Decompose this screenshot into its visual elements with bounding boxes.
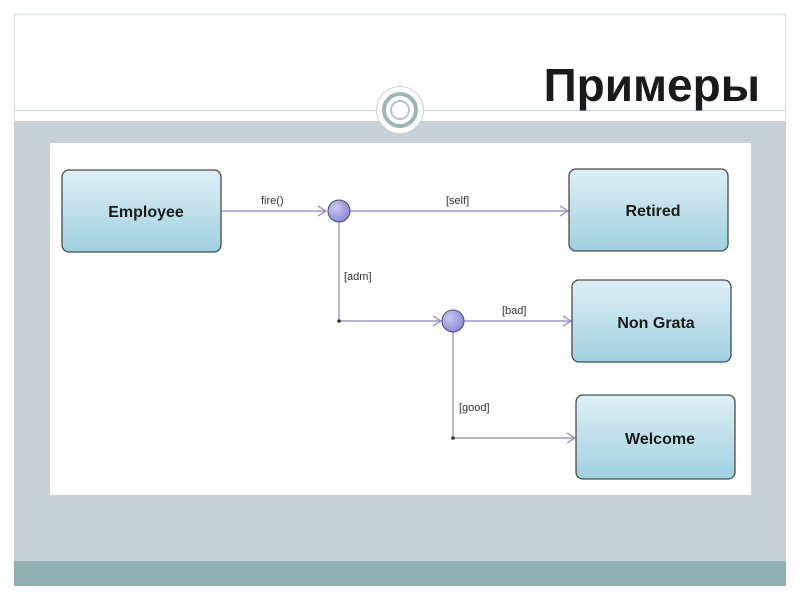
label-adm: [adm] [344, 271, 372, 283]
state-non-grata: Non Grata [571, 279, 732, 363]
transition-good [452, 332, 577, 444]
transition-adm [338, 222, 443, 327]
state-employee: Employee [61, 169, 222, 253]
state-employee-label: Employee [108, 204, 184, 221]
transition-self [350, 205, 570, 217]
ornament-inner-ring [390, 100, 410, 120]
state-welcome: Welcome [575, 394, 736, 480]
label-self: [self] [446, 195, 469, 207]
state-diagram: Employee Retired Non Grata Welcome fire(… [50, 143, 751, 495]
transition-fire [221, 205, 328, 217]
junction-dot-2 [451, 436, 455, 440]
state-welcome-label: Welcome [625, 431, 695, 448]
state-retired: Retired [568, 168, 729, 252]
state-non-grata-label: Non Grata [617, 315, 694, 332]
junction-dot-1 [337, 319, 341, 323]
transition-bad [464, 315, 573, 327]
label-fire: fire() [261, 195, 284, 207]
state-retired-label: Retired [625, 203, 680, 220]
label-good: [good] [459, 402, 490, 414]
choice-node-2 [441, 309, 465, 333]
slide-footer-bar [14, 561, 786, 586]
label-bad: [bad] [502, 305, 526, 317]
slide-title: Примеры [543, 59, 760, 111]
choice-node-1 [327, 199, 351, 223]
